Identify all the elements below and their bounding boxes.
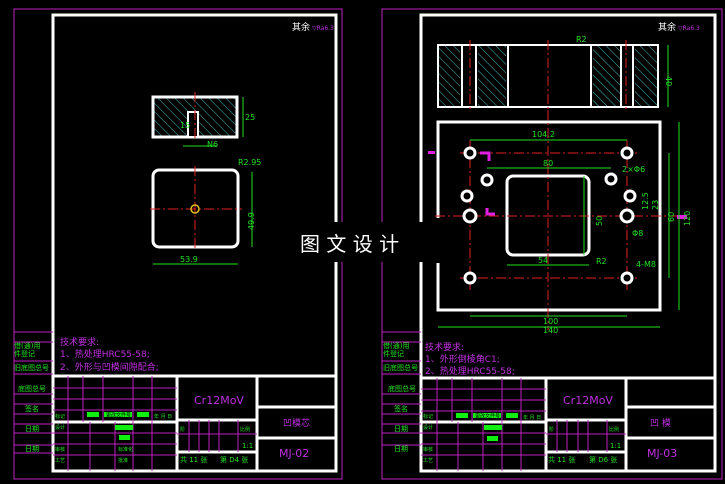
roughness-note: 其余 xyxy=(292,21,310,33)
svg-text:60: 60 xyxy=(667,212,676,222)
part-name: 凹 模 xyxy=(650,418,671,429)
header-date: 年 月 日 xyxy=(154,413,172,420)
svg-text:2×Φ6: 2×Φ6 xyxy=(622,165,645,174)
svg-text:4-M8: 4-M8 xyxy=(636,260,656,269)
svg-text:工艺: 工艺 xyxy=(423,458,433,464)
material: Cr12MoV xyxy=(563,394,613,407)
holes xyxy=(460,146,637,285)
svg-text:审核: 审核 xyxy=(55,446,65,453)
threaded-hole xyxy=(187,111,199,138)
drawing-number: MJ-02 xyxy=(279,447,309,460)
svg-text:阶: 阶 xyxy=(180,426,185,433)
title-block: 更改文件号 年 月 日 标记 设计 审核 工艺 标准化 批准 阶 比例 Cr12… xyxy=(53,374,336,471)
roughness-symbol: ▽Ra6.3 xyxy=(312,25,334,32)
svg-text:50: 50 xyxy=(595,216,604,226)
tech-req-title: 技术要求: xyxy=(60,336,99,348)
roughness-symbol: ▽Ra6.3 xyxy=(678,25,700,32)
svg-text:借(通)用: 借(通)用 xyxy=(14,341,40,350)
svg-text:R2: R2 xyxy=(576,35,587,44)
material: Cr12MoV xyxy=(194,394,244,407)
svg-text:件登记: 件登记 xyxy=(14,349,35,358)
svg-text:阶: 阶 xyxy=(549,426,554,433)
svg-text:标准化: 标准化 xyxy=(118,446,133,453)
svg-text:设计: 设计 xyxy=(423,424,433,431)
die-plan-view: 104.2 80 2×Φ6 50 12.5 23 Φ8 60 120 54 R2… xyxy=(428,110,692,335)
svg-text:日期: 日期 xyxy=(25,425,39,433)
scale: 1:1 xyxy=(242,442,253,450)
scale: 1:1 xyxy=(610,442,621,450)
tech-req-1: 1、热处理HRC55-58; xyxy=(60,348,150,360)
svg-text:日期: 日期 xyxy=(25,445,39,453)
svg-text:签名: 签名 xyxy=(25,404,39,413)
dim-15: 15 xyxy=(180,121,190,130)
dim-n6: N6 xyxy=(207,140,218,149)
svg-text:日期: 日期 xyxy=(394,445,408,453)
die-section-view: R2 40 xyxy=(437,35,673,113)
tech-req-2: 2、热处理HRC55-58; xyxy=(425,365,515,377)
svg-text:设计: 设计 xyxy=(55,424,65,431)
side-strip: 借(通)用 件登记 旧底图总号 底图总号 签名 日期 日期 xyxy=(14,331,53,454)
header-change-doc-no: 更改文件号 xyxy=(475,413,500,420)
part-name: 凹模芯 xyxy=(283,417,310,429)
svg-text:120: 120 xyxy=(683,211,692,226)
svg-text:23: 23 xyxy=(651,200,660,210)
title-block: 更改文件号 年 月 日 标记 设计 审核 工艺 阶 比例 Cr12MoV 凹 模… xyxy=(421,376,715,471)
svg-text:12.5: 12.5 xyxy=(641,192,650,210)
svg-text:标记: 标记 xyxy=(55,413,65,420)
svg-text:比例: 比例 xyxy=(609,426,619,433)
svg-text:旧底图总号: 旧底图总号 xyxy=(14,363,49,372)
sheet-left: 其余 ▽Ra6.3 25 15 N6 R2.95 49.9 53.9 技术要求:… xyxy=(13,8,343,480)
svg-text:旧底图总号: 旧底图总号 xyxy=(383,363,418,372)
svg-text:日期: 日期 xyxy=(394,425,408,433)
svg-text:底图总号: 底图总号 xyxy=(18,384,46,393)
sheet-number: 第 D4 张 xyxy=(220,455,248,464)
sheet-right: 其余 ▽Ra6.3 R2 40 1 xyxy=(381,8,723,480)
svg-text:比例: 比例 xyxy=(240,426,250,433)
tech-req-2: 2、外形与凹模间隙配合; xyxy=(60,361,159,373)
header-change-doc-no: 更改文件号 xyxy=(106,412,131,419)
sheet-number: 第 D6 张 xyxy=(589,455,617,464)
svg-text:底图总号: 底图总号 xyxy=(388,384,416,393)
svg-text:54: 54 xyxy=(538,256,548,265)
watermark: 图 文 设 计 xyxy=(300,232,399,256)
dim-53-9: 53.9 xyxy=(180,255,198,264)
svg-text:签名: 签名 xyxy=(394,404,408,413)
center-mark-icon xyxy=(190,204,200,214)
svg-text:104.2: 104.2 xyxy=(532,130,555,139)
total-sheets: 共 11 张 xyxy=(548,455,575,464)
watermark-background xyxy=(292,222,442,262)
drawing-number: MJ-03 xyxy=(647,447,677,460)
svg-text:Φ8: Φ8 xyxy=(632,229,643,238)
svg-text:审核: 审核 xyxy=(423,446,433,453)
dim-49-9: 49.9 xyxy=(247,212,256,230)
dim-r295: R2.95 xyxy=(238,158,261,167)
svg-text:批准: 批准 xyxy=(118,457,128,464)
tech-req-1: 1、外形倒棱角C1; xyxy=(425,353,500,365)
roughness-note: 其余 xyxy=(658,21,676,33)
svg-text:标记: 标记 xyxy=(423,413,433,420)
dim-25: 25 xyxy=(245,113,255,122)
tech-req-title: 技术要求: xyxy=(425,341,464,353)
svg-text:80: 80 xyxy=(543,159,553,168)
svg-text:件登记: 件登记 xyxy=(383,349,404,358)
svg-text:R2: R2 xyxy=(596,257,607,266)
svg-text:40: 40 xyxy=(664,76,673,86)
svg-text:借(通)用: 借(通)用 xyxy=(383,341,409,350)
total-sheets: 共 11 张 xyxy=(180,455,207,464)
side-strip: 借(通)用 件登记 旧底图总号 底图总号 签名 日期 日期 xyxy=(382,331,421,453)
svg-text:140: 140 xyxy=(543,326,558,335)
svg-text:100: 100 xyxy=(543,317,558,326)
svg-text:工艺: 工艺 xyxy=(55,458,65,464)
header-date: 年 月 日 xyxy=(523,414,541,421)
